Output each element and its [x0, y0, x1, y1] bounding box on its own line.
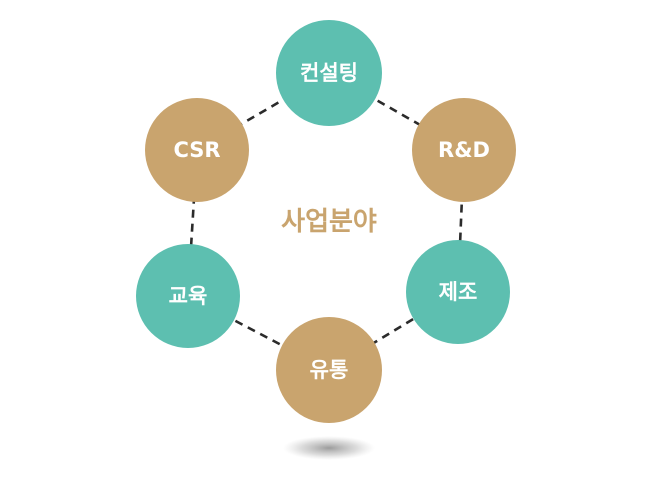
- node-distribution: 유통: [276, 317, 382, 423]
- node-distribution-circle: [276, 317, 382, 423]
- node-consulting-circle: [276, 20, 382, 126]
- node-csr: CSR: [145, 98, 249, 202]
- node-education: 교육: [136, 244, 240, 348]
- node-csr-label: CSR: [173, 138, 220, 162]
- node-rnd-label: R&D: [438, 138, 490, 162]
- center-title: 사업분야: [281, 207, 377, 237]
- node-consulting: 컨설팅: [276, 20, 382, 126]
- ground-shadow: [283, 436, 375, 460]
- node-education-circle: [136, 244, 240, 348]
- node-manufacturing: 제조: [406, 240, 510, 344]
- node-rnd: R&D: [412, 98, 516, 202]
- node-manufacturing-circle: [406, 240, 510, 344]
- node-csr-circle: [145, 98, 249, 202]
- node-manufacturing-label: 제조: [439, 280, 478, 304]
- node-consulting-label: 컨설팅: [300, 61, 358, 85]
- node-rnd-circle: [412, 98, 516, 202]
- node-distribution-label: 유통: [310, 358, 349, 382]
- node-education-label: 교육: [169, 284, 208, 308]
